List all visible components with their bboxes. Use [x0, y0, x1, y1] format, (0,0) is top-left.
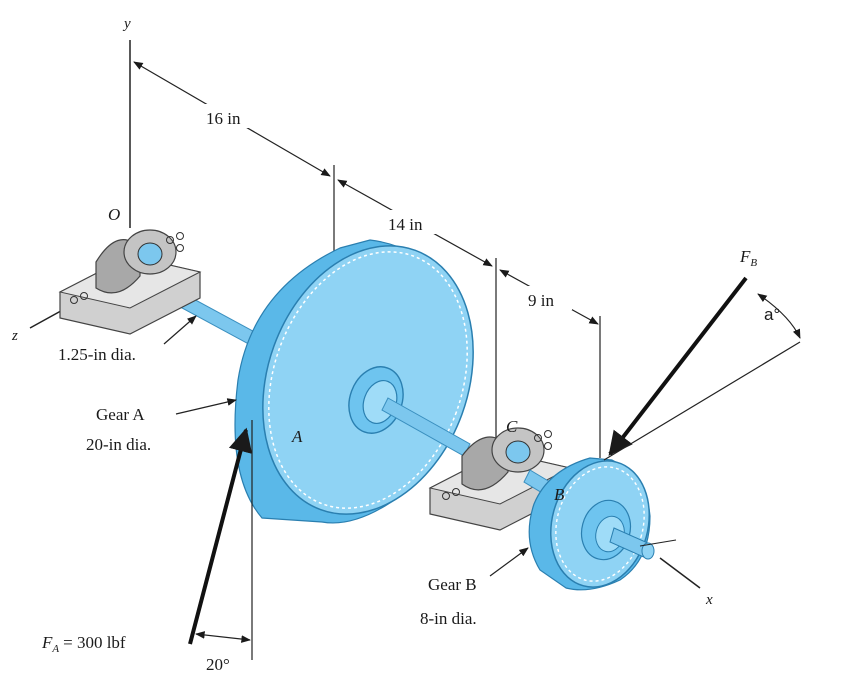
origin-label: O [108, 205, 120, 224]
shaft-dia-leader [163, 315, 197, 345]
force-b-label: FB [739, 247, 757, 269]
svg-text:9 in: 9 in [528, 291, 554, 310]
gear-a-diameter-label: 20-in dia. [86, 435, 151, 454]
gear-a [234, 239, 474, 524]
force-a-arrow [188, 427, 253, 645]
gear-a-face-label: A [291, 427, 303, 446]
svg-text:14 in: 14 in [388, 215, 423, 234]
dimension-9in: 9 in [499, 269, 601, 458]
shaft-end-tick [639, 539, 677, 547]
gear-b-face-label: B [554, 485, 565, 504]
dimension-16in: 16 in [133, 61, 335, 270]
gear-b-name-label: Gear B [428, 575, 477, 594]
gear-b-diameter-label: 8-in dia. [420, 609, 477, 628]
force-b-arrow [608, 276, 748, 456]
x-axis-label: x [705, 592, 713, 608]
force-b-angle-arc [757, 293, 801, 339]
dimension-14in: 14 in [337, 179, 497, 440]
force-b-reference-line [603, 341, 801, 461]
y-axis-label: y [122, 16, 131, 32]
force-a-angle-dim [195, 631, 251, 643]
bearing-c-label: C [506, 417, 518, 436]
force-b-angle-label: a° [764, 305, 780, 324]
gear-b-leader [489, 547, 529, 577]
force-a-label: FA= 300 lbf [41, 633, 126, 655]
svg-text:16 in: 16 in [206, 109, 241, 128]
z-axis-label: z [11, 328, 18, 344]
gear-b [528, 457, 655, 591]
bearing-o [58, 229, 202, 335]
gear-a-name-label: Gear A [96, 405, 145, 424]
gear-a-leader [175, 398, 237, 415]
shaft-diameter-label: 1.25-in dia. [58, 345, 136, 364]
x-axis-line [659, 557, 701, 589]
force-a-angle-label: 20° [206, 655, 230, 674]
